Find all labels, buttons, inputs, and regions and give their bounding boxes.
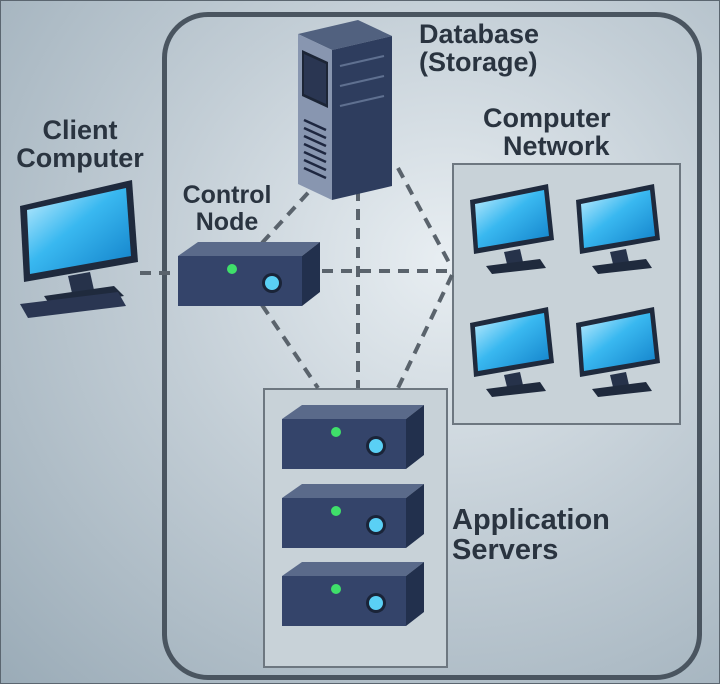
server-box-icon (282, 484, 424, 548)
link-control-appservers (260, 303, 320, 390)
server-box-icon (282, 562, 424, 626)
monitor-icon (576, 184, 660, 274)
monitor-icon (470, 307, 554, 397)
client-label: Client Computer (0, 116, 160, 172)
network-label-line2: Network (503, 131, 610, 161)
app-servers-label-line1: Application (452, 504, 610, 536)
database-label: Database (Storage) (419, 20, 539, 76)
network-label: Computer Network (483, 104, 611, 160)
monitor-icon (576, 307, 660, 397)
link-control-database (260, 180, 320, 245)
cluster-boundary (162, 12, 702, 680)
link-database-network (396, 167, 454, 269)
server-box-icon (282, 405, 424, 469)
database-label-line1: Database (419, 19, 540, 49)
control-label-line1: Control (182, 181, 272, 209)
control-label: Control Node (172, 182, 282, 236)
monitor-icon (470, 184, 554, 274)
link-network-appservers (396, 274, 454, 389)
control-label-line2: Node (195, 208, 259, 236)
server-box-icon (178, 242, 320, 306)
client-label-line1: Client (42, 115, 118, 145)
app-servers-label: Application Servers (452, 505, 610, 565)
tower-server-icon (298, 20, 392, 200)
network-label-line1: Computer (483, 103, 611, 133)
monitor-icon (20, 180, 138, 318)
client-label-line2: Computer (16, 143, 144, 173)
app-servers-label-line2: Servers (452, 534, 559, 566)
database-label-line2: (Storage) (419, 47, 538, 77)
